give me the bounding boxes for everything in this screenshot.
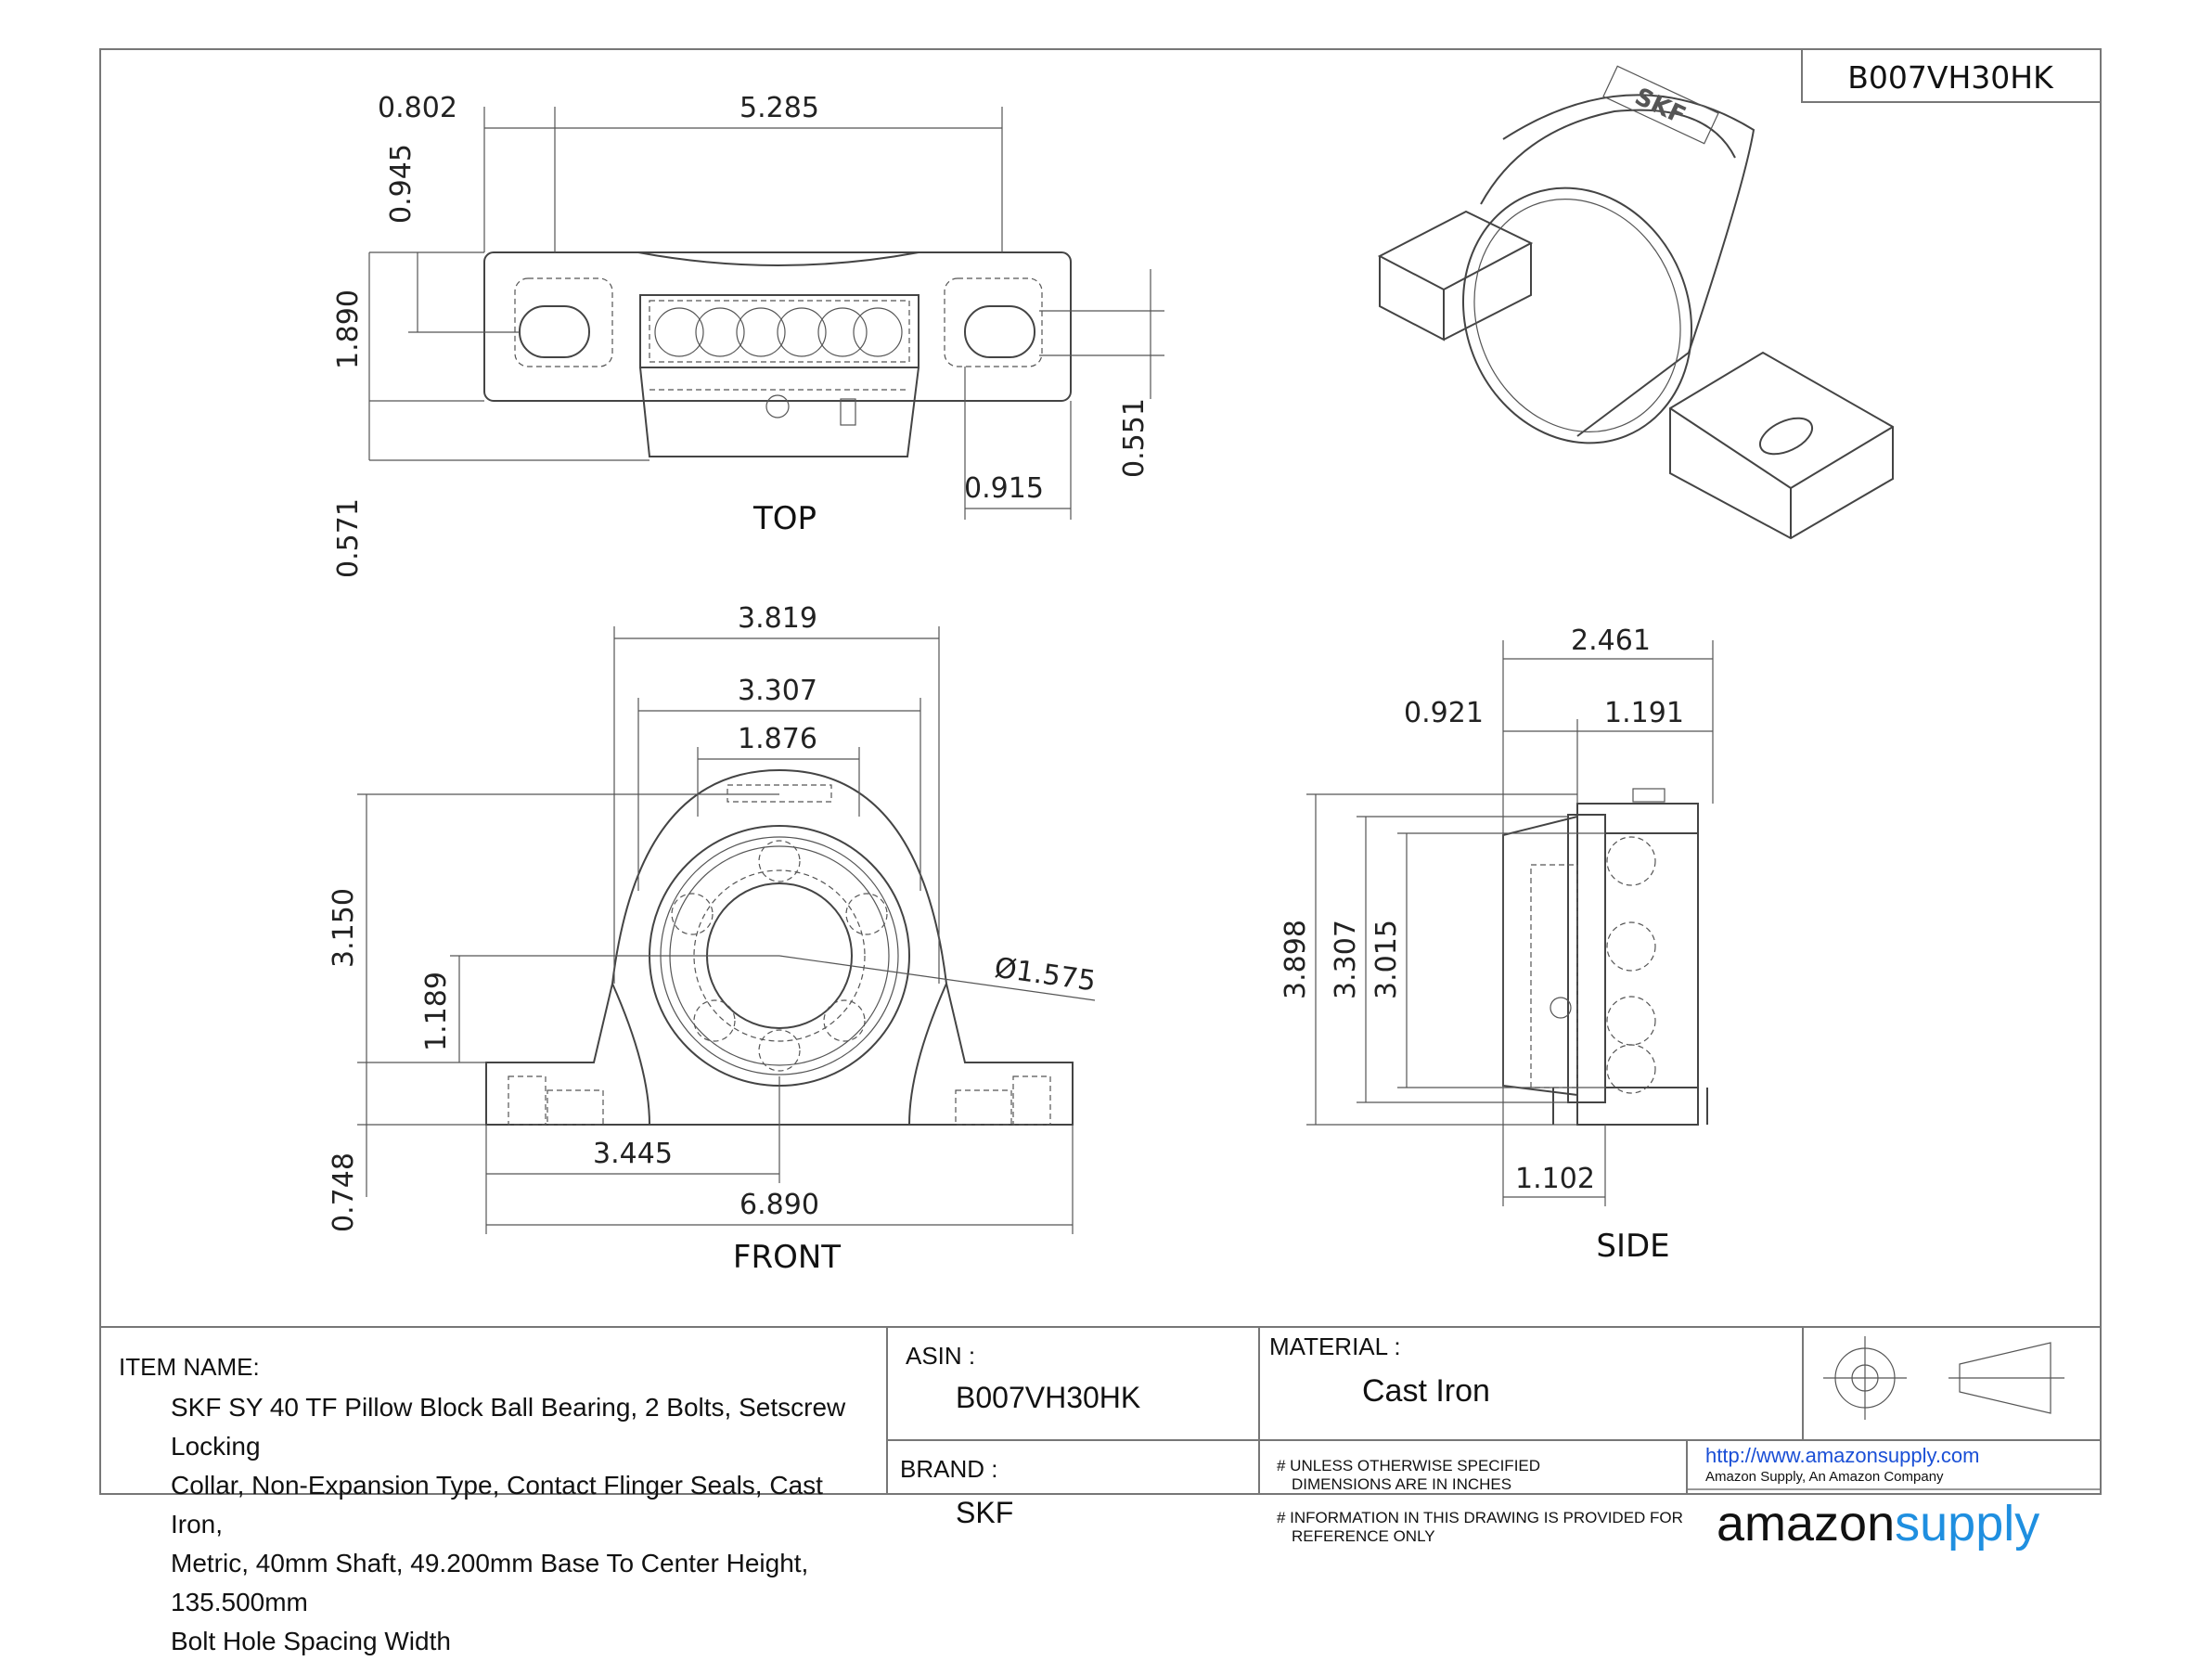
logo-supply-text: supply xyxy=(1895,1496,2040,1552)
note-reference-line: REFERENCE ONLY xyxy=(1292,1527,1435,1545)
item-name-text: SKF SY 40 TF Pillow Block Ball Bearing, … xyxy=(171,1388,876,1661)
dim-front-0748: 0.748 xyxy=(328,1152,360,1232)
view-label-top: TOP xyxy=(752,500,817,537)
note-units: # UNLESS OTHERWISE SPECIFIED DIMENSIONS … xyxy=(1277,1457,1540,1494)
brand-value: SKF xyxy=(956,1496,1014,1529)
dim-side-1191: 1.191 xyxy=(1604,697,1684,729)
dim-front-3445: 3.445 xyxy=(593,1138,673,1170)
note-reference: # INFORMATION IN THIS DRAWING IS PROVIDE… xyxy=(1277,1509,1683,1546)
part-number-box xyxy=(1801,48,2102,103)
asin-label: ASIN : xyxy=(906,1342,976,1370)
dim-side-3898: 3.898 xyxy=(1280,920,1312,999)
item-name-line: SKF SY 40 TF Pillow Block Ball Bearing, … xyxy=(171,1393,846,1461)
dim-front-bore: Ø1.575 xyxy=(993,952,1098,998)
dim-side-0921: 0.921 xyxy=(1404,697,1484,729)
note-reference-line: # INFORMATION IN THIS DRAWING IS PROVIDE… xyxy=(1277,1509,1683,1526)
isometric-view: SKF xyxy=(1377,65,1894,540)
side-view xyxy=(1306,640,1714,1206)
dim-side-1102: 1.102 xyxy=(1515,1163,1595,1195)
note-units-line: DIMENSIONS ARE IN INCHES xyxy=(1292,1475,1512,1493)
dim-top-5285: 5.285 xyxy=(739,92,819,124)
dim-top-0802: 0.802 xyxy=(378,92,457,124)
material-value: Cast Iron xyxy=(1362,1373,1490,1409)
dim-top-0571: 0.571 xyxy=(332,498,365,578)
top-view xyxy=(368,107,1164,520)
brand-label: BRAND : xyxy=(900,1455,998,1483)
title-block-frame xyxy=(100,1326,2101,1494)
dim-front-3307: 3.307 xyxy=(738,675,817,707)
logo-amazon-text: amazon xyxy=(1717,1496,1896,1552)
dim-side-3015: 3.015 xyxy=(1370,920,1403,999)
item-name-line: Metric, 40mm Shaft, 49.200mm Base To Cen… xyxy=(171,1549,809,1616)
dim-front-3819: 3.819 xyxy=(738,602,817,635)
view-label-front: FRONT xyxy=(733,1239,841,1276)
dim-front-6890: 6.890 xyxy=(739,1189,819,1221)
dim-front-1876: 1.876 xyxy=(738,723,817,755)
dim-top-0915: 0.915 xyxy=(964,472,1044,505)
item-name-line: Collar, Non-Expansion Type, Contact Flin… xyxy=(171,1471,823,1539)
dim-side-3307: 3.307 xyxy=(1330,920,1362,999)
dim-top-1890: 1.890 xyxy=(332,290,365,369)
dim-front-1189: 1.189 xyxy=(420,972,453,1051)
note-units-line: # UNLESS OTHERWISE SPECIFIED xyxy=(1277,1457,1541,1474)
third-angle-projection-icon xyxy=(1823,1336,2064,1420)
asin-value: B007VH30HK xyxy=(956,1381,1141,1414)
view-label-side: SIDE xyxy=(1596,1228,1669,1265)
dim-front-3150: 3.150 xyxy=(328,888,360,968)
engineering-drawing: B007VH30HK 0.802 5.285 0 xyxy=(99,48,2102,1495)
dim-top-0945: 0.945 xyxy=(385,144,418,224)
amazonsupply-logo: amazonsupply xyxy=(1717,1496,2039,1552)
amazonsupply-url-link[interactable]: http://www.amazonsupply.com xyxy=(1705,1444,1980,1467)
item-name-line: Bolt Hole Spacing Width xyxy=(171,1627,451,1655)
sheet-border xyxy=(99,48,2102,1495)
item-name-label: ITEM NAME: xyxy=(119,1353,260,1381)
material-label: MATERIAL : xyxy=(1269,1333,1401,1360)
part-number: B007VH30HK xyxy=(1847,59,2054,96)
front-view xyxy=(357,626,1096,1234)
dim-top-0551: 0.551 xyxy=(1118,398,1151,478)
company-tagline: Amazon Supply, An Amazon Company xyxy=(1705,1469,1944,1485)
dim-side-2461: 2.461 xyxy=(1571,624,1651,657)
